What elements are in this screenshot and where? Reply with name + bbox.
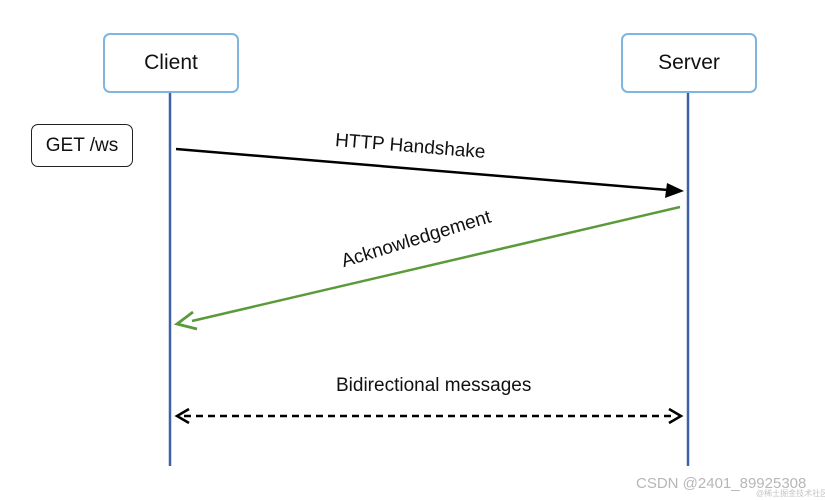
server-label: Server xyxy=(658,51,720,74)
request-note-label: GET /ws xyxy=(45,134,119,156)
client-label: Client xyxy=(144,51,198,74)
request-note: GET /ws xyxy=(31,124,133,167)
handshake-arrowhead xyxy=(665,183,684,198)
ack-arrow-line xyxy=(191,205,681,323)
server-actor-box: Server xyxy=(621,33,757,93)
handshake-arrow-line xyxy=(175,147,669,192)
bidi-arrowhead-right xyxy=(668,407,684,425)
client-actor-box: Client xyxy=(103,33,239,93)
bidi-arrowhead-left xyxy=(174,407,190,425)
watermark-sub: @稀土掘金技术社区 xyxy=(756,489,825,498)
watermark: CSDN @2401_89925308 xyxy=(636,475,807,492)
bidirectional-label: Bidirectional messages xyxy=(336,375,532,396)
ack-arrowhead xyxy=(173,310,198,331)
